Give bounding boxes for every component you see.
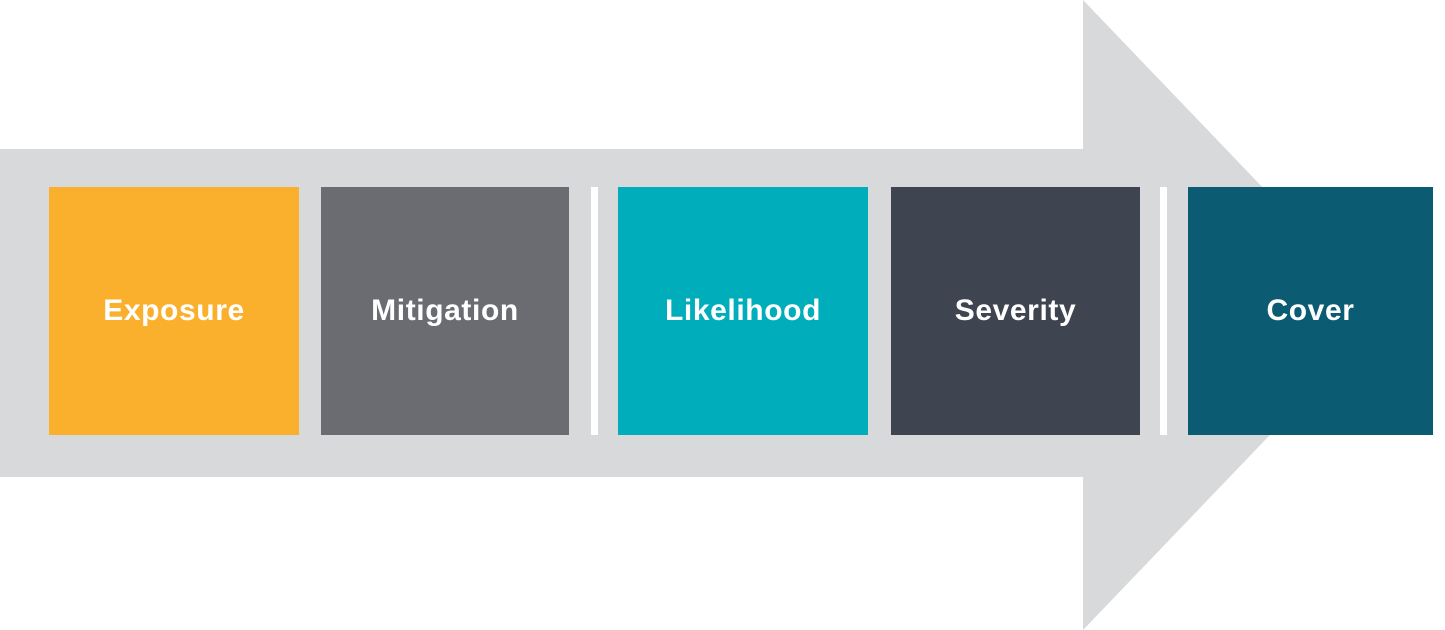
group-separator-bar (1160, 187, 1167, 435)
step-label-likelihood: Likelihood (665, 294, 821, 327)
step-box-mitigation: Mitigation (321, 187, 569, 435)
step-label-exposure: Exposure (103, 294, 245, 327)
step-label-severity: Severity (954, 294, 1077, 327)
step-box-likelihood: Likelihood (618, 187, 868, 435)
step-box-cover: Cover (1188, 187, 1433, 435)
group-separator-bar (591, 187, 598, 435)
step-box-severity: Severity (891, 187, 1140, 435)
step-box-exposure: Exposure (49, 187, 299, 435)
step-label-mitigation: Mitigation (371, 294, 519, 327)
step-label-cover: Cover (1266, 294, 1355, 327)
